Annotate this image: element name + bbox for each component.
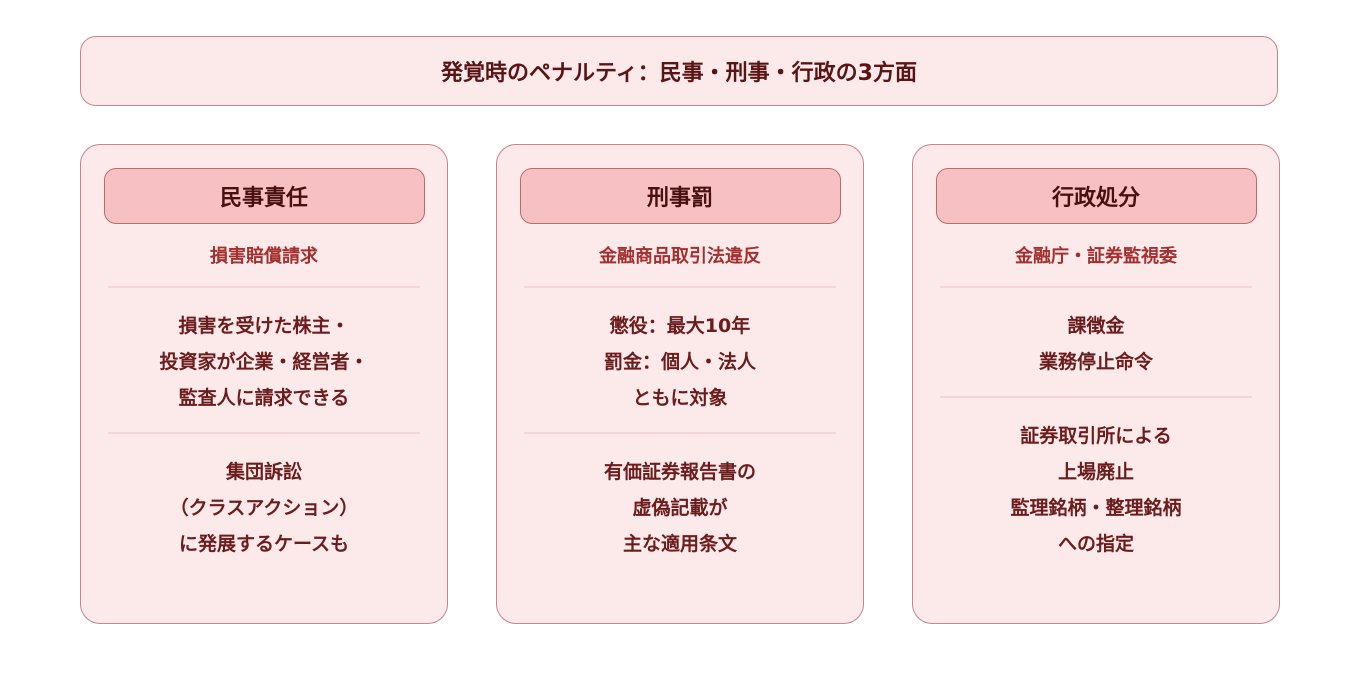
divider xyxy=(524,432,836,434)
card-administrative-action: 行政処分 金融庁・証券監視委 課徴金 業務停止命令 証券取引所による 上場廃止 … xyxy=(912,144,1280,624)
card-text-block: 課徴金 業務停止命令 xyxy=(1038,315,1153,373)
card-header: 民事責任 xyxy=(103,168,425,224)
card-subtitle: 損害賠償請求 xyxy=(210,246,318,267)
card-civil-liability: 民事責任 損害賠償請求 損害を受けた株主・ 投資家が企業・経営者・ 監査人に請求… xyxy=(80,144,448,624)
divider xyxy=(940,396,1252,398)
card-text-block: 集団訴訟 （クラスアクション） に発展するケースも xyxy=(169,461,359,555)
divider xyxy=(940,286,1252,288)
card-header-label: 行政処分 xyxy=(1051,186,1140,211)
divider xyxy=(524,286,836,288)
card-header: 行政処分 xyxy=(935,168,1257,224)
card-header: 刑事罰 xyxy=(519,168,841,224)
card-text-block: 損害を受けた株主・ 投資家が企業・経営者・ 監査人に請求できる xyxy=(159,315,369,409)
page-title: 発覚時のペナルティ：民事・刑事・行政の3方面 xyxy=(441,61,917,86)
card-subtitle: 金融商品取引法違反 xyxy=(599,246,761,267)
card-subtitle: 金融庁・証券監視委 xyxy=(1015,246,1177,267)
card-header-label: 民事責任 xyxy=(219,186,308,211)
card-text-block: 懲役：最大10年 罰金：個人・法人 ともに対象 xyxy=(603,315,756,409)
divider xyxy=(108,286,420,288)
title-banner: 発覚時のペナルティ：民事・刑事・行政の3方面 xyxy=(80,36,1278,106)
card-header-label: 刑事罰 xyxy=(646,186,713,211)
divider xyxy=(108,432,420,434)
card-text-block: 証券取引所による 上場廃止 監理銘柄・整理銘柄 への指定 xyxy=(1010,425,1182,555)
card-criminal-penalty: 刑事罰 金融商品取引法違反 懲役：最大10年 罰金：個人・法人 ともに対象 有価… xyxy=(496,144,864,624)
card-text-block: 有価証券報告書の 虚偽記載が 主な適用条文 xyxy=(603,461,756,555)
